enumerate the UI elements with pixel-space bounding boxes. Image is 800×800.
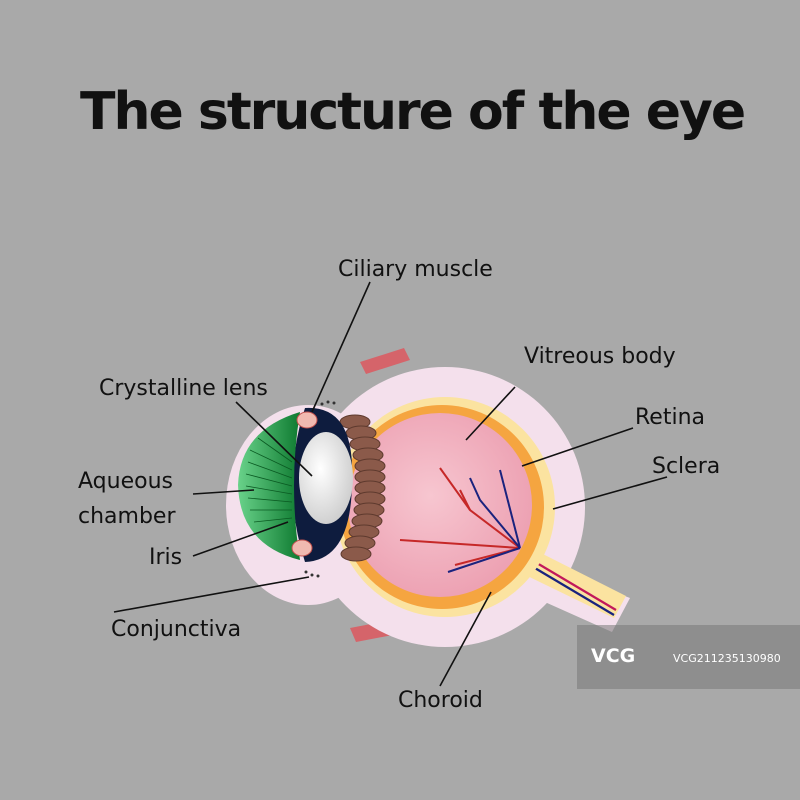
ciliary-muscle-top <box>296 411 318 429</box>
leader-aqueous-chamber <box>192 489 255 495</box>
leader-ciliary-muscle <box>311 281 371 413</box>
label-conjunctiva: Conjunctiva <box>111 617 241 642</box>
label-iris: Iris <box>149 545 182 570</box>
page-title: The structure of the eye <box>80 82 746 142</box>
leader-iris <box>192 521 289 557</box>
label-choroid: Choroid <box>398 688 483 713</box>
label-aqueous-chamber-line2: chamber <box>78 504 176 529</box>
ciliary-muscle-bottom <box>291 539 313 557</box>
leader-sclera <box>552 476 668 510</box>
retinal-vessels <box>399 467 521 573</box>
extraocular-muscle-top <box>360 348 410 374</box>
crystalline-lens-shape <box>299 432 353 524</box>
label-retina: Retina <box>635 405 705 430</box>
leader-vitreous-body <box>465 386 516 441</box>
vitreous-body-shape <box>348 413 532 597</box>
leader-crystalline-lens <box>235 401 313 477</box>
label-ciliary-muscle: Ciliary muscle <box>338 257 493 282</box>
watermark-id: VCG211235130980 <box>673 652 781 665</box>
label-sclera: Sclera <box>652 454 720 479</box>
iris-fibers <box>245 437 293 523</box>
watermark: VCG VCG211235130980 <box>577 625 800 689</box>
label-crystalline-lens: Crystalline lens <box>99 376 268 401</box>
leader-retina <box>521 427 634 467</box>
leader-conjunctiva <box>113 576 310 613</box>
ciliary-body <box>339 414 386 562</box>
watermark-logo: VCG <box>591 645 636 667</box>
label-aqueous-chamber-line1: Aqueous <box>78 469 173 494</box>
label-vitreous-body: Vitreous body <box>524 344 676 369</box>
leader-choroid <box>439 591 492 687</box>
conjunctiva-dots <box>304 400 336 578</box>
